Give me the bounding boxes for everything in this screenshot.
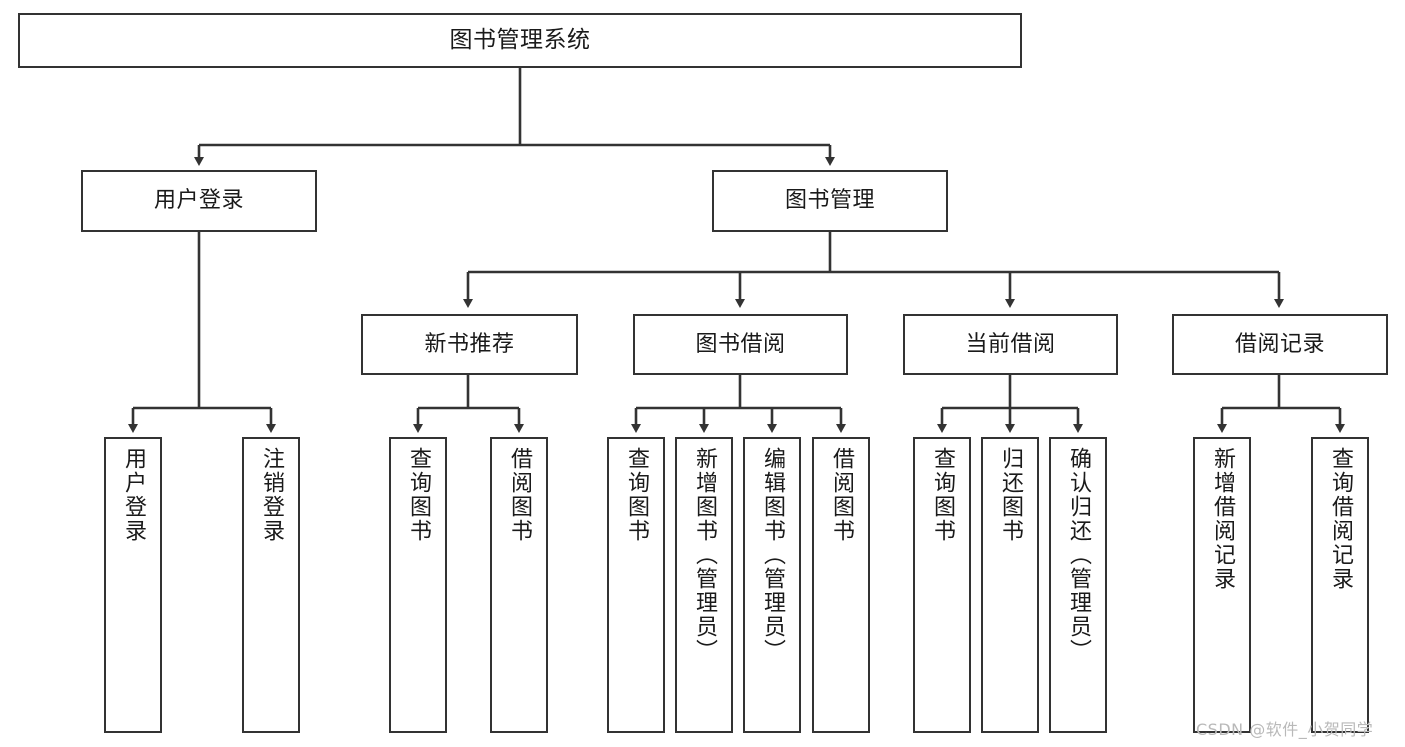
node-label: 新增借阅记录 bbox=[1210, 447, 1235, 591]
node-label: 编辑图书（管理员） bbox=[760, 447, 785, 663]
node-label: 查询借阅记录 bbox=[1328, 447, 1353, 591]
node-label: 当前借阅 bbox=[965, 331, 1056, 357]
leaf-bb-edit-book-admin[interactable]: 编辑图书（管理员） bbox=[743, 437, 801, 733]
leaf-nb-borrow-book[interactable]: 借阅图书 bbox=[490, 437, 548, 733]
leaf-bb-borrow-book[interactable]: 借阅图书 bbox=[812, 437, 870, 733]
leaf-cb-query-book[interactable]: 查询图书 bbox=[913, 437, 971, 733]
leaf-br-query-record[interactable]: 查询借阅记录 bbox=[1311, 437, 1369, 733]
leaf-br-add-record[interactable]: 新增借阅记录 bbox=[1193, 437, 1251, 733]
node-label: 归还图书 bbox=[998, 447, 1023, 543]
node-label: 新书推荐 bbox=[424, 331, 515, 357]
node-label: 借阅图书 bbox=[829, 447, 854, 543]
node-label: 借阅记录 bbox=[1234, 331, 1325, 357]
leaf-bb-add-book-admin[interactable]: 新增图书（管理员） bbox=[675, 437, 733, 733]
node-book-borrow[interactable]: 图书借阅 bbox=[633, 314, 848, 375]
leaf-logout[interactable]: 注销登录 bbox=[242, 437, 300, 733]
node-current-borrow[interactable]: 当前借阅 bbox=[903, 314, 1118, 375]
node-label: 查询图书 bbox=[624, 447, 649, 543]
node-label: 借阅图书 bbox=[507, 447, 532, 543]
node-label: 确认归还（管理员） bbox=[1066, 447, 1091, 663]
node-label: 查询图书 bbox=[930, 447, 955, 543]
node-label: 查询图书 bbox=[406, 447, 431, 543]
leaf-cb-confirm-return-admin[interactable]: 确认归还（管理员） bbox=[1049, 437, 1107, 733]
node-new-book-recommend[interactable]: 新书推荐 bbox=[361, 314, 578, 375]
node-label: 图书借阅 bbox=[695, 331, 786, 357]
node-user-login[interactable]: 用户登录 bbox=[81, 170, 317, 232]
node-label: 用户登录 bbox=[121, 447, 146, 543]
leaf-nb-query-book[interactable]: 查询图书 bbox=[389, 437, 447, 733]
node-root-system[interactable]: 图书管理系统 bbox=[18, 13, 1022, 68]
node-label: 图书管理系统 bbox=[449, 26, 591, 53]
node-borrow-record[interactable]: 借阅记录 bbox=[1172, 314, 1388, 375]
node-book-management[interactable]: 图书管理 bbox=[712, 170, 948, 232]
node-label: 新增图书（管理员） bbox=[692, 447, 717, 663]
leaf-cb-return-book[interactable]: 归还图书 bbox=[981, 437, 1039, 733]
node-label: 注销登录 bbox=[259, 447, 284, 543]
csdn-watermark: CSDN @软件_小贺同学 bbox=[1196, 720, 1374, 739]
node-label: 图书管理 bbox=[784, 188, 875, 214]
leaf-user-login[interactable]: 用户登录 bbox=[104, 437, 162, 733]
leaf-bb-query-book[interactable]: 查询图书 bbox=[607, 437, 665, 733]
node-label: 用户登录 bbox=[153, 188, 244, 214]
